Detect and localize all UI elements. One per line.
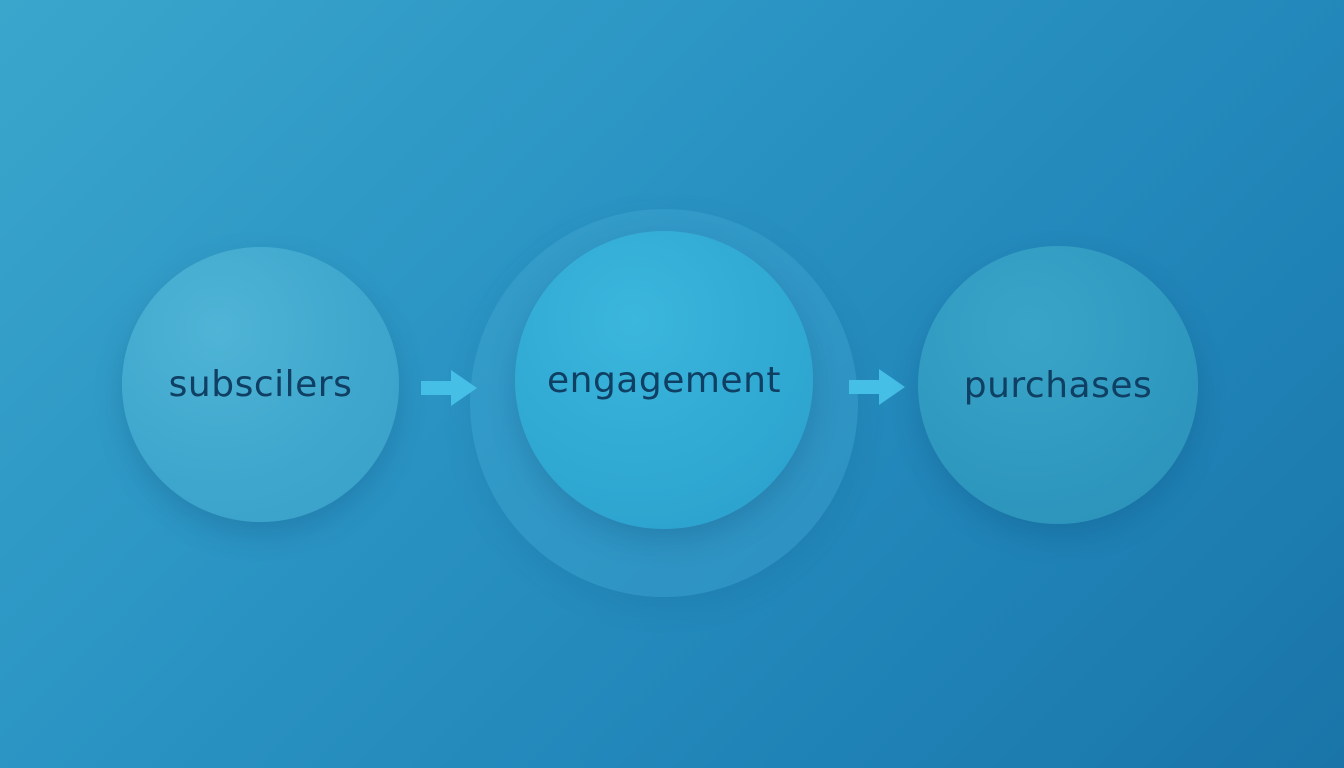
node-subscribers: subscilers: [122, 247, 399, 522]
arrow-right-icon: [849, 369, 905, 405]
node-label-subscribers: subscilers: [168, 364, 353, 405]
node-purchases: purchases: [918, 246, 1198, 524]
arrow-right-icon: [421, 370, 477, 406]
node-label-purchases: purchases: [963, 364, 1153, 406]
node-engagement: engagement: [515, 231, 813, 529]
node-label-engagement: engagement: [546, 359, 782, 401]
